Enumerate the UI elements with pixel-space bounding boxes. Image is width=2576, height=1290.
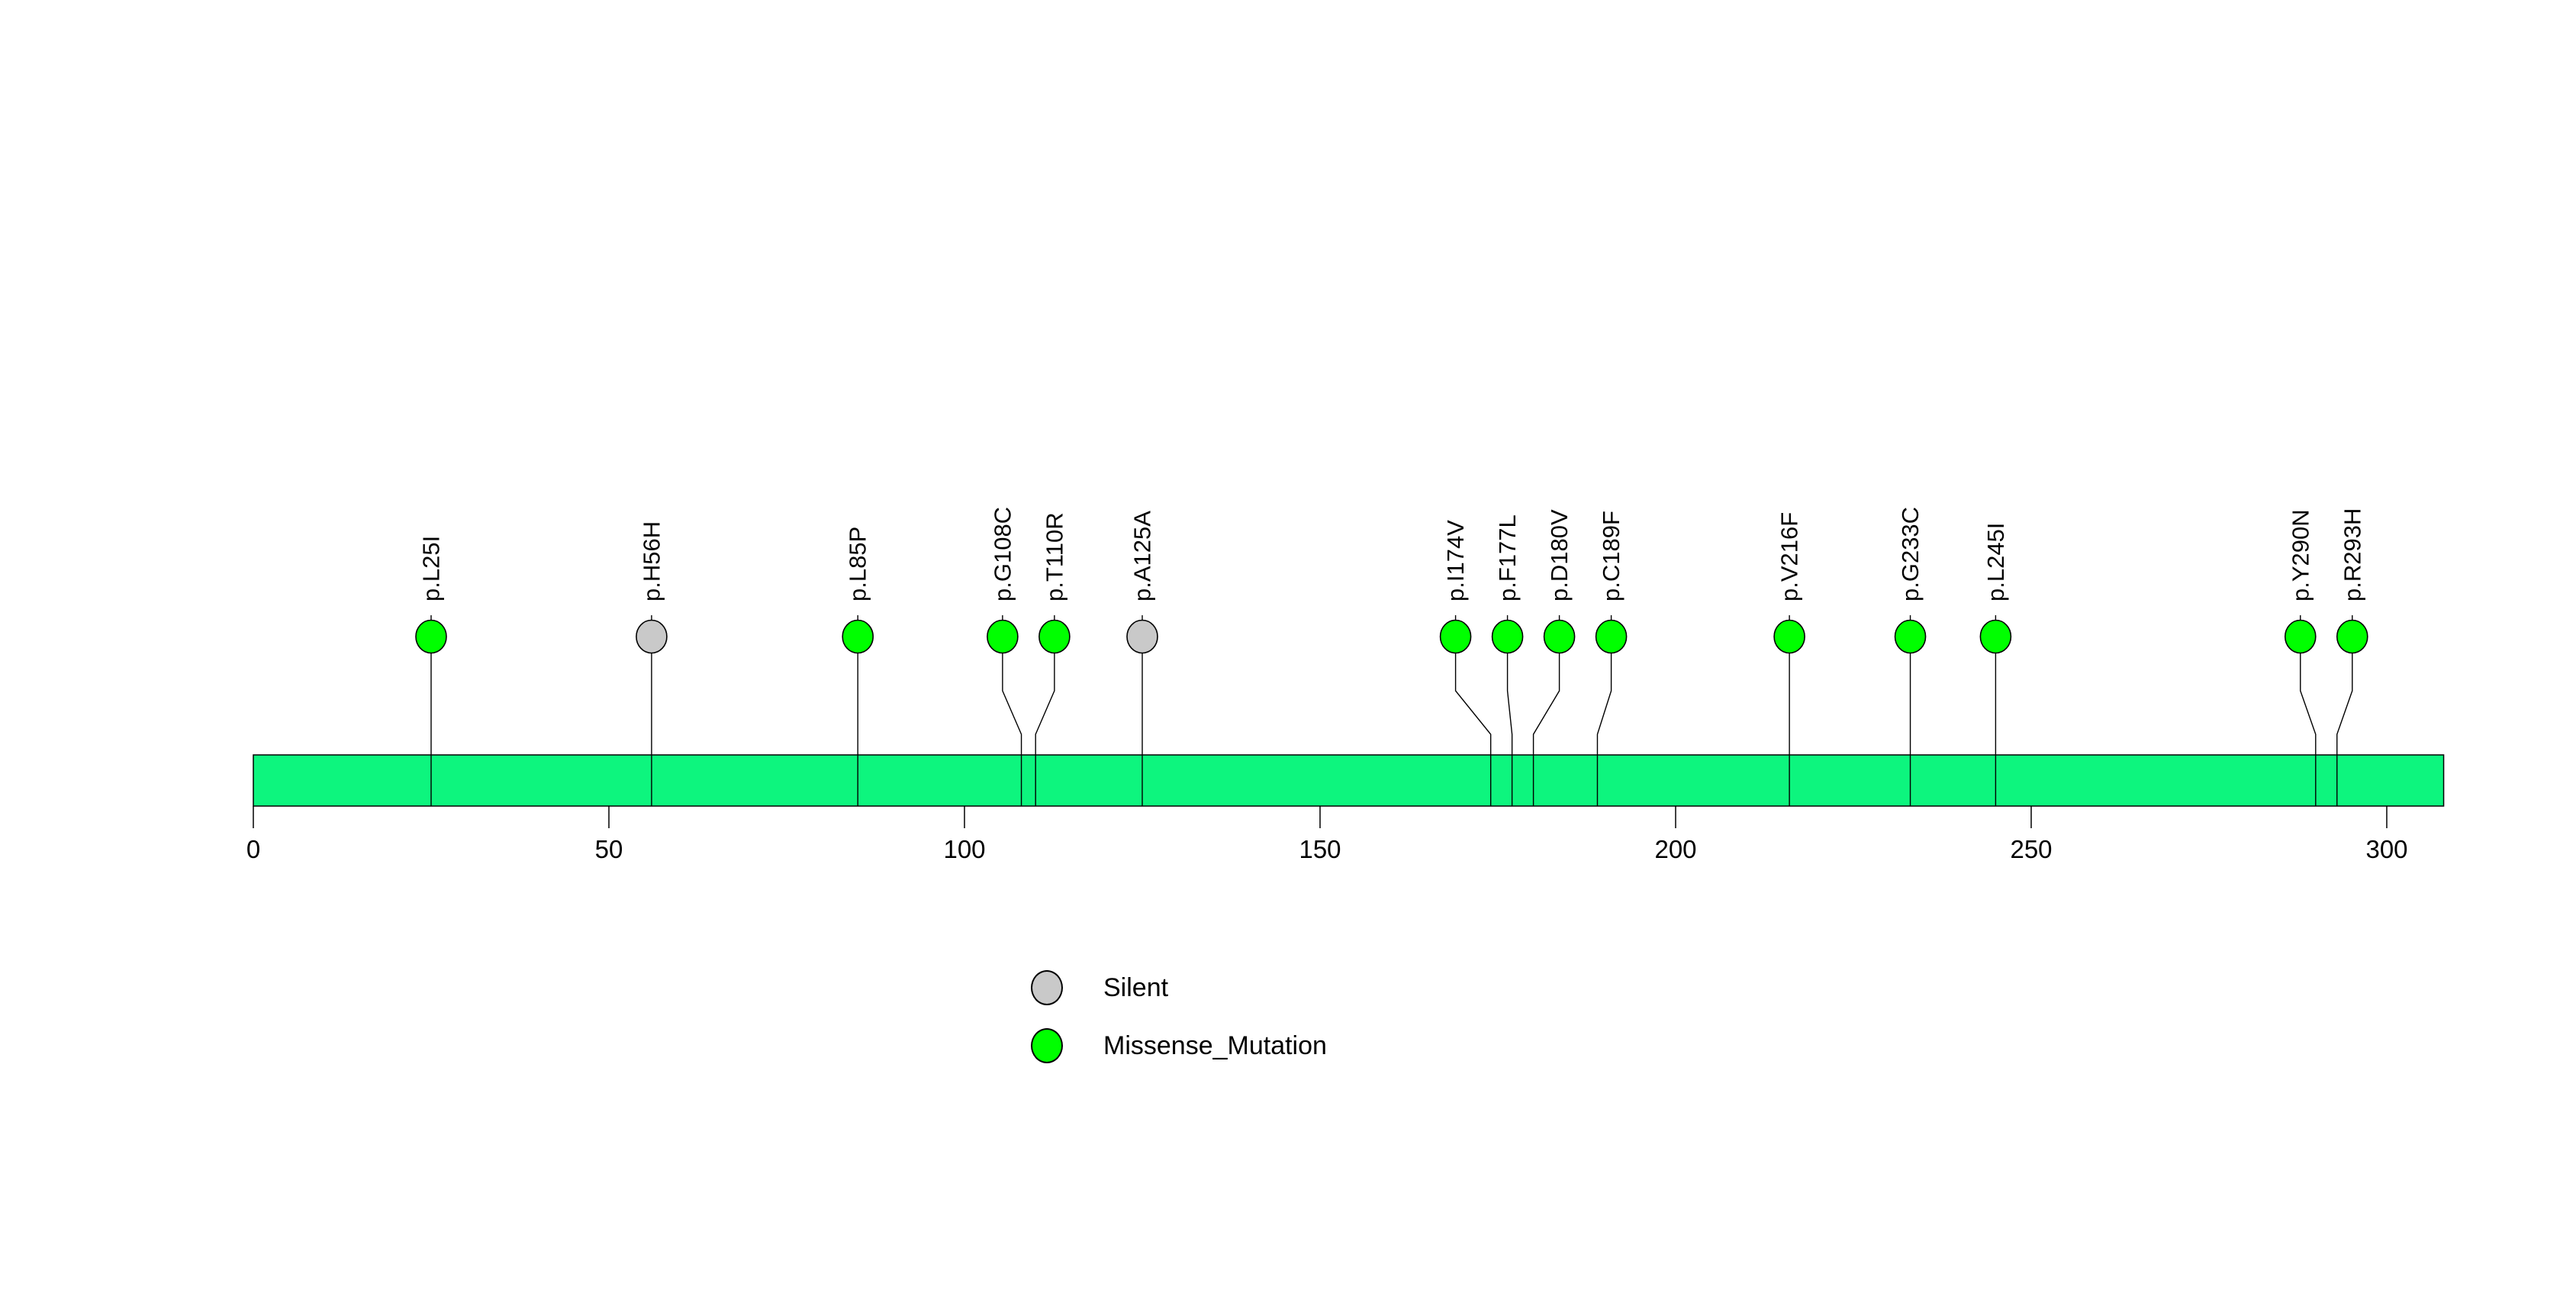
lollipop-head-p-f177l bbox=[1491, 619, 1524, 654]
mutation-label-p-l25i: p.L25I bbox=[418, 536, 445, 601]
mutation-label-p-t110r: p.T110R bbox=[1041, 512, 1067, 601]
mutation-label-p-d180v: p.D180V bbox=[1546, 509, 1573, 601]
mutation-label-p-y290n: p.Y290N bbox=[2287, 509, 2314, 601]
mutation-label-p-a125a: p.A125A bbox=[1129, 511, 1156, 601]
protein-backbone-bar bbox=[253, 754, 2445, 807]
lollipop-head-p-r293h bbox=[2336, 619, 2368, 654]
lollipop-stick-p-d180v bbox=[1532, 653, 1560, 806]
mutation-label-p-i174v: p.I174V bbox=[1442, 520, 1469, 601]
lollipop-head-p-d180v bbox=[1543, 619, 1576, 654]
mutation-label-p-r293h: p.R293H bbox=[2339, 508, 2365, 601]
axis-tick-label-250: 250 bbox=[2010, 835, 2052, 863]
lollipop-head-p-c189f bbox=[1595, 619, 1628, 654]
lollipop-stick-p-g108c bbox=[1002, 653, 1022, 806]
lollipop-head-p-i174v bbox=[1439, 619, 1472, 654]
lollipop-stick-p-c189f bbox=[1596, 653, 1612, 806]
lollipop-head-p-t110r bbox=[1038, 619, 1071, 654]
legend-item-silent: Silent bbox=[1031, 970, 1327, 1005]
mutation-label-p-c189f: p.C189F bbox=[1598, 511, 1624, 601]
lollipop-head-p-l85p bbox=[842, 619, 874, 654]
lollipop-stick-p-r293h bbox=[2336, 653, 2353, 806]
lollipop-stick-p-t110r bbox=[1035, 653, 1055, 806]
legend: Silent Missense_Mutation bbox=[1031, 970, 1327, 1063]
mutation-label-p-f177l: p.F177L bbox=[1494, 514, 1521, 601]
mutation-label-p-l245i: p.L245I bbox=[1982, 523, 2009, 601]
legend-label-silent: Silent bbox=[1103, 972, 1169, 1002]
axis-tick-label-300: 300 bbox=[2365, 835, 2407, 863]
mutation-label-p-l85p: p.L85P bbox=[845, 527, 871, 601]
lollipop-stick-p-f177l bbox=[1506, 653, 1513, 806]
lollipop-head-p-l245i bbox=[1979, 619, 2012, 654]
mutation-label-p-g108c: p.G108C bbox=[989, 507, 1016, 601]
lollipop-head-p-v216f bbox=[1773, 619, 1805, 654]
mutation-label-p-h56h: p.H56H bbox=[638, 521, 665, 601]
lollipop-stick-p-y290n bbox=[2300, 653, 2317, 806]
lollipop-head-p-h56h bbox=[636, 619, 668, 654]
legend-item-missense-mutation: Missense_Mutation bbox=[1031, 1028, 1327, 1063]
axis-tick-label-100: 100 bbox=[943, 835, 985, 863]
axis-tick-label-50: 50 bbox=[595, 835, 623, 863]
legend-swatch-silent-icon bbox=[1031, 970, 1063, 1005]
legend-swatch-missense-mutation-icon bbox=[1031, 1028, 1063, 1063]
lollipop-stick-p-i174v bbox=[1454, 653, 1492, 806]
legend-label-missense-mutation: Missense_Mutation bbox=[1103, 1030, 1327, 1060]
lollipop-head-p-g233c bbox=[1894, 619, 1927, 654]
lollipop-head-p-a125a bbox=[1126, 619, 1158, 654]
axis-tick-label-200: 200 bbox=[1654, 835, 1696, 863]
lollipop-head-p-l25i bbox=[415, 619, 447, 654]
axis-tick-label-150: 150 bbox=[1299, 835, 1341, 863]
mutation-label-p-g233c: p.G233C bbox=[1897, 507, 1924, 601]
mutation-label-p-v216f: p.V216F bbox=[1776, 512, 1803, 601]
axis-tick-label-0: 0 bbox=[246, 835, 260, 863]
lollipop-head-p-y290n bbox=[2284, 619, 2317, 654]
lollipop-head-p-g108c bbox=[987, 619, 1019, 654]
